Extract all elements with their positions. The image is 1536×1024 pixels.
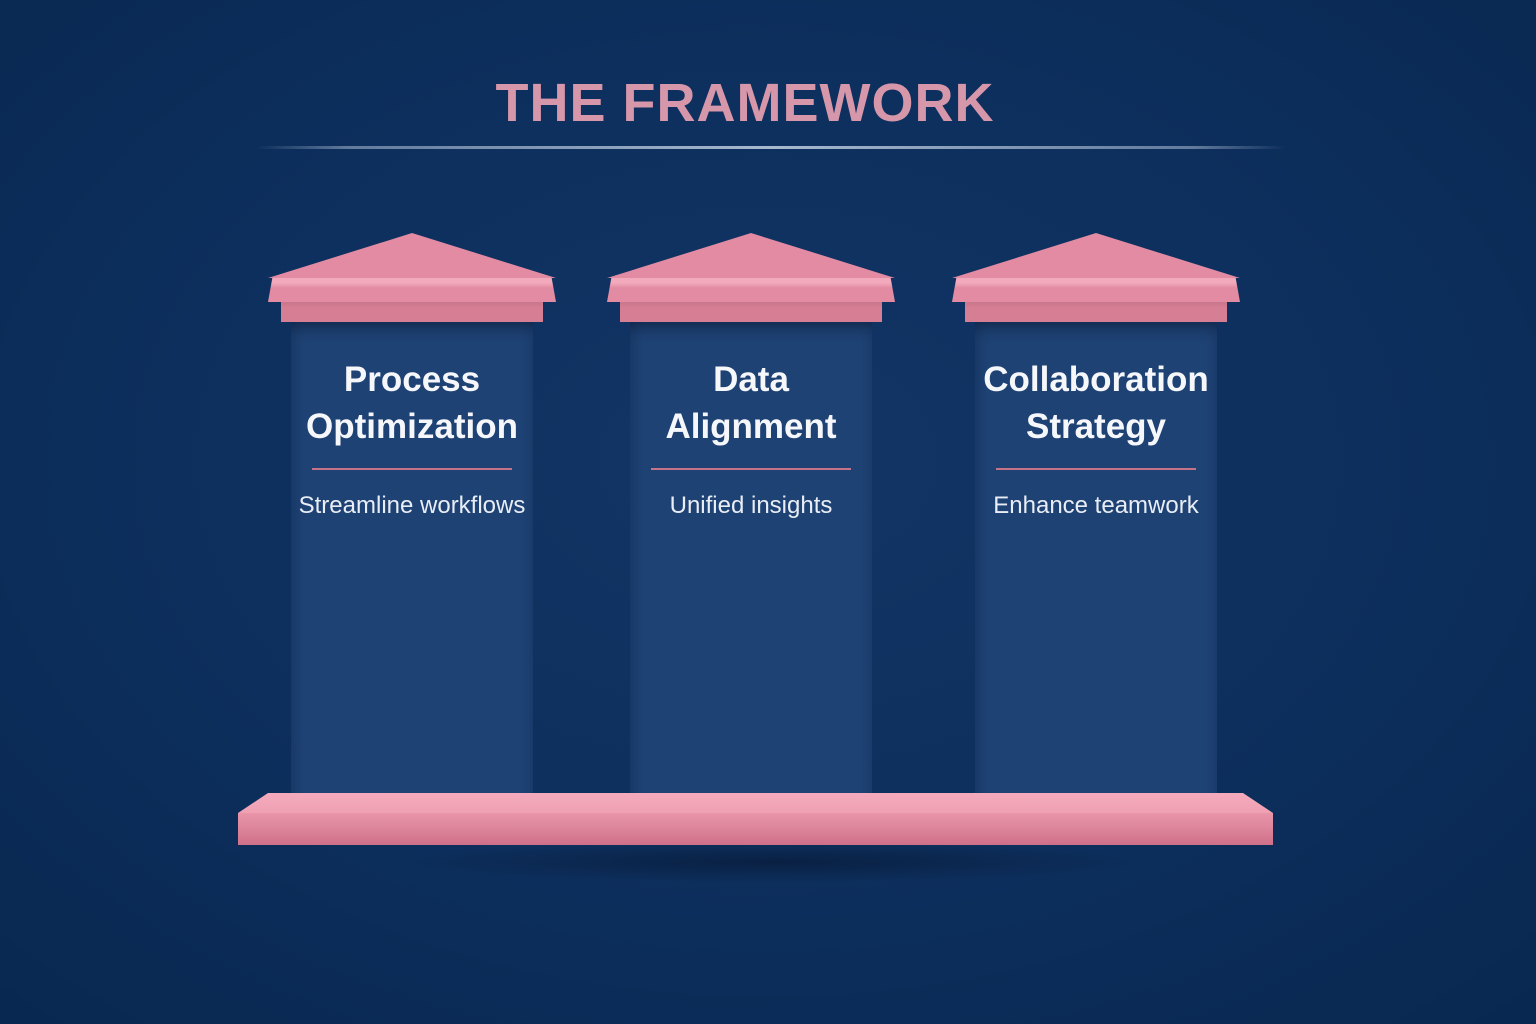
pillar-heading-line1: Process <box>343 360 481 399</box>
pillar-roof-cap <box>281 302 543 322</box>
pillar-roof-triangle <box>952 233 1240 278</box>
pillar-roof-cap <box>620 302 882 322</box>
pillar-body: Data Alignment Unified insights <box>630 322 872 800</box>
base-shadow <box>248 838 1298 898</box>
title-divider-line <box>256 146 1286 149</box>
pillar-roof-triangle <box>607 233 895 278</box>
pillar-divider-line <box>312 468 512 470</box>
pillar-roof-band <box>952 278 1240 302</box>
pillar-subtitle: Unified insights <box>669 492 833 519</box>
pillar-divider-line <box>996 468 1196 470</box>
pillar-heading: Process Optimization <box>291 356 533 450</box>
page-title: THE FRAMEWORK <box>495 73 995 133</box>
pillar-heading-line2: Alignment <box>665 407 837 446</box>
base-platform-front-face <box>238 813 1273 845</box>
pillar-divider-line <box>651 468 851 470</box>
pillar-roof-cap <box>965 302 1227 322</box>
pillar-collaboration-strategy: Collaboration Strategy Enhance teamwork <box>952 233 1240 800</box>
pillar-data-alignment: Data Alignment Unified insights <box>607 233 895 800</box>
base-platform <box>238 793 1273 845</box>
pillar-subtitle: Enhance teamwork <box>993 492 1199 519</box>
pillar-heading-line2: Strategy <box>1025 407 1167 446</box>
pillar-subtitle: Streamline workflows <box>298 492 526 519</box>
pillar-heading: Collaboration Strategy <box>975 356 1217 450</box>
pillar-heading-line2: Optimization <box>306 407 518 446</box>
base-platform-top-face <box>238 793 1273 813</box>
pillar-body: Collaboration Strategy Enhance teamwork <box>975 322 1217 800</box>
pillar-heading-line1: Collaboration <box>983 360 1209 399</box>
pillar-heading: Data Alignment <box>630 356 872 450</box>
pillar-heading-line1: Data <box>713 360 789 399</box>
pillar-roof-band <box>268 278 556 302</box>
pillar-process-optimization: Process Optimization Streamline workflow… <box>268 233 556 800</box>
pillar-roof-band <box>607 278 895 302</box>
pillar-roof-triangle <box>268 233 556 278</box>
pillar-body: Process Optimization Streamline workflow… <box>291 322 533 800</box>
